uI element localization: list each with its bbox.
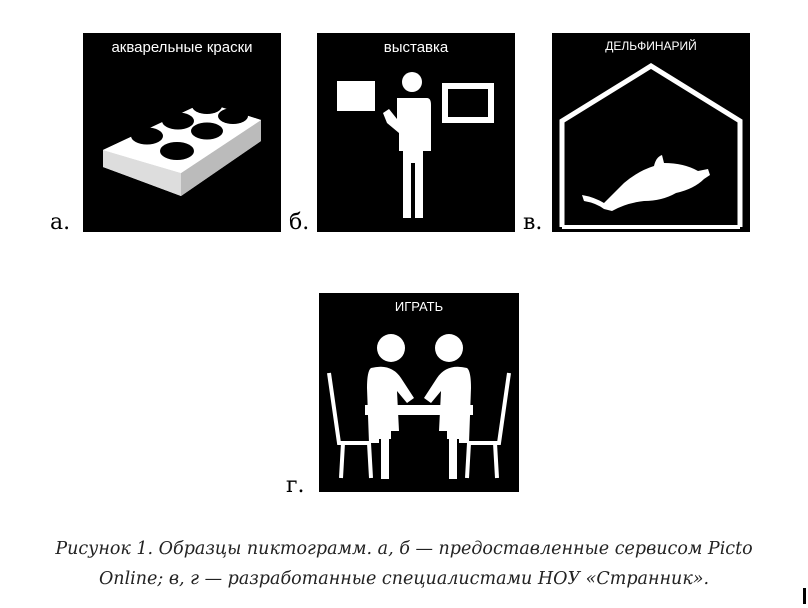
watercolor-paint-palette-icon xyxy=(103,98,261,196)
panel-letter-g: г. xyxy=(286,473,305,498)
pictogram-title: ДЕЛЬФИНАРИЙ xyxy=(605,39,697,53)
panel-letter-v: в. xyxy=(523,210,543,235)
panel-letter-a: а. xyxy=(50,210,71,235)
pictogram-title: ИГРАТЬ xyxy=(394,299,444,314)
pictogram-exhibition: выставка xyxy=(317,33,515,232)
figure-caption-line-1: Рисунок 1. Образцы пиктограмм. а, б — пр… xyxy=(55,539,753,559)
pictogram-title: выставка xyxy=(383,39,449,56)
exhibition-person-pictures-icon xyxy=(337,72,494,218)
pictogram-watercolor: акварельные краски xyxy=(83,33,281,232)
figure-caption-line-2: Online; в, г — разработанные специалиста… xyxy=(98,569,710,589)
two-people-at-table-icon xyxy=(327,334,511,479)
pictogram-play: ИГРАТЬ xyxy=(319,293,519,492)
panel-letter-b: б. xyxy=(289,210,310,235)
page-edge-mark xyxy=(803,588,806,604)
pictogram-title: акварельные краски xyxy=(111,39,253,56)
pictogram-dolphinarium: ДЕЛЬФИНАРИЙ xyxy=(552,33,750,232)
dolphin-house-icon xyxy=(559,63,743,229)
